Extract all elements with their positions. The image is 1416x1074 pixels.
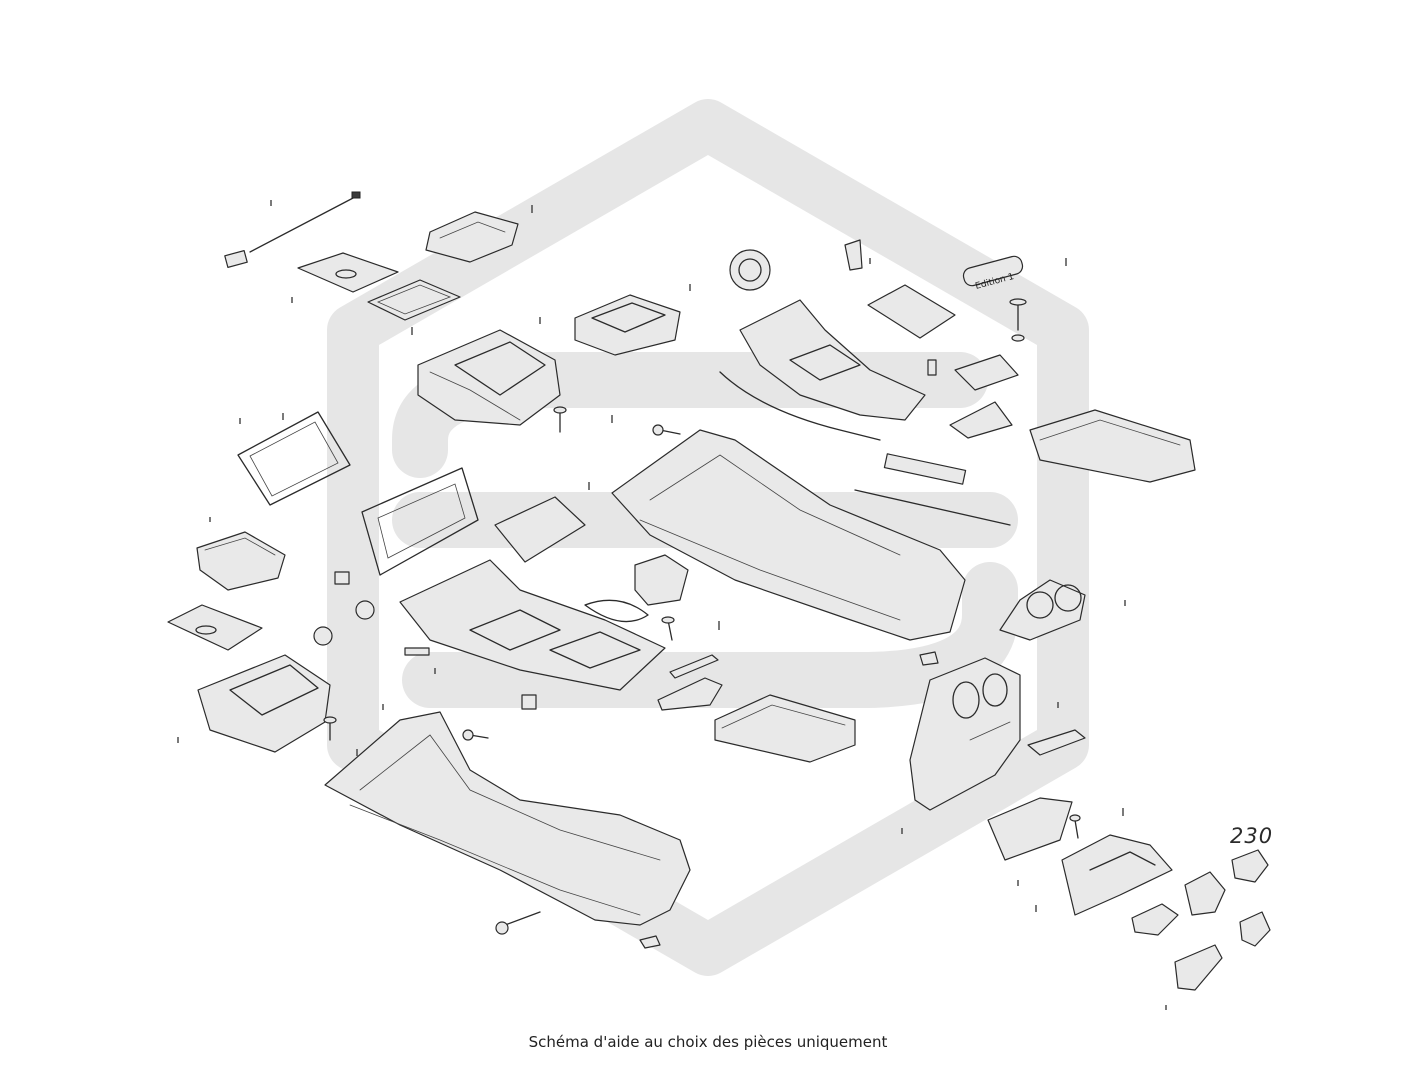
small-trim-strip-part [1027,729,1086,756]
cup-holder-insert-part [574,294,681,356]
armrest-box-part [197,654,331,753]
trim-strip-part [657,654,723,711]
storage-tray-part [417,329,561,426]
armrest-lid-center-part [714,694,856,763]
bolt-part [1009,298,1027,342]
center-console-trim-part [399,559,666,691]
control-module-part [425,211,519,263]
rear-storage-part [987,797,1173,916]
rubber-mat-part [167,604,263,651]
cup-holder-part [634,554,689,606]
trim-cover-part [494,496,586,563]
main-console-lower-part [324,711,691,926]
shifter-surround-part [729,249,926,421]
main-console-upper-part [611,429,966,641]
cable-harness-part [224,191,361,268]
rear-console-panel-part [909,657,1021,811]
trim-pad-part [867,284,956,339]
gasket-ring-part [584,599,649,623]
bezel-frame-part [361,467,479,576]
reference-number: 230 [1230,824,1274,848]
air-vent-part [999,579,1086,641]
trim-frame-left-part [237,411,351,506]
screw-fastener-part [313,359,1081,949]
armrest-lid-part [1029,409,1196,483]
bracket-clip-part [844,239,1019,439]
wire-rod-part [719,371,1011,526]
part-leader-ticks [177,200,1167,1010]
switch-module-part [1131,849,1271,991]
diagram-caption: Schéma d'aide au choix des pièces unique… [528,1033,888,1051]
storage-bin-part [196,531,286,591]
tray-mat-part [297,252,461,321]
